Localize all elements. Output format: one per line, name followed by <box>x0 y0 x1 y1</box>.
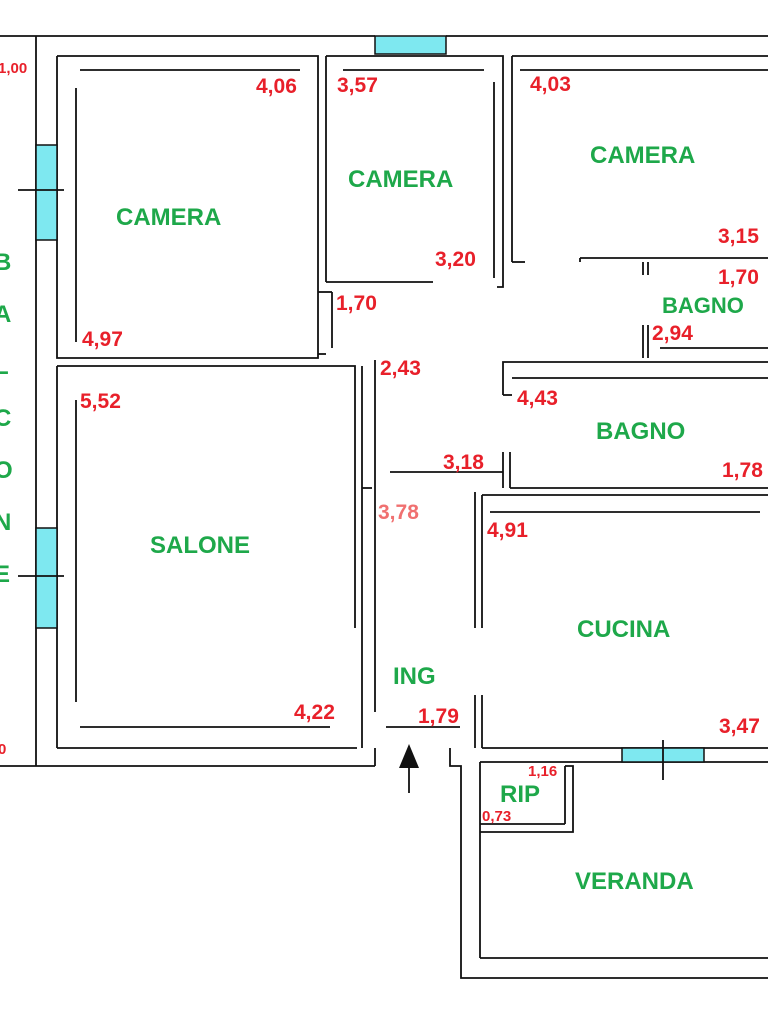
dim-rip-width: 1,16 <box>528 763 557 780</box>
room-ripostiglio: RIP <box>500 781 540 808</box>
room-cucina: CUCINA <box>577 616 670 643</box>
dim-balcony-top: 1,00 <box>0 60 27 77</box>
balcony-letter-c: C <box>0 405 11 432</box>
room-camera-right: CAMERA <box>590 142 695 169</box>
dim-cucina-depth: 3,47 <box>719 715 760 738</box>
dim-salone-depth: 5,52 <box>80 390 121 413</box>
balcony-letter-l: L <box>0 353 9 380</box>
dim-camera-left-width: 4,06 <box>256 75 297 98</box>
dim-camera-mid-width: 3,57 <box>337 74 378 97</box>
balcony-letter-n: N <box>0 509 11 536</box>
dim-rip-depth: 0,73 <box>482 808 511 825</box>
dim-bagno-upper-depth: 2,94 <box>652 322 693 345</box>
dim-bagno-lower-depth: 1,78 <box>722 459 763 482</box>
room-camera-left: CAMERA <box>116 204 221 231</box>
balcony-letter-e: E <box>0 561 10 588</box>
balcony-letter-o: O <box>0 457 13 484</box>
dim-bagno-upper-width: 1,70 <box>718 266 759 289</box>
dim-camera-right-depth: 3,15 <box>718 225 759 248</box>
room-ingresso: ING <box>393 663 436 690</box>
window-salone <box>35 527 58 629</box>
windows <box>18 35 705 780</box>
dim-camera-right-width: 4,03 <box>530 73 571 96</box>
dim-corridor-width: 2,43 <box>380 357 421 380</box>
room-labels: CAMERA CAMERA CAMERA BAGNO BAGNO SALONE … <box>116 142 744 895</box>
room-camera-mid: CAMERA <box>348 166 453 193</box>
entry-arrow-icon <box>399 744 419 793</box>
dim-camera-mid-depth: 3,20 <box>435 248 476 271</box>
window-top <box>374 35 447 55</box>
balcony-label: B A L C O N E <box>0 249 13 588</box>
room-bagno-upper: BAGNO <box>662 293 744 318</box>
dim-bagno-lower-width: 4,43 <box>517 387 558 410</box>
dim-salone-width: 4,22 <box>294 701 335 724</box>
room-salone: SALONE <box>150 532 250 559</box>
room-veranda: VERANDA <box>575 868 694 895</box>
window-camera-left <box>35 144 58 241</box>
dim-cucina-width: 4,91 <box>487 519 528 542</box>
balcony-letter-a: A <box>0 301 11 328</box>
dim-balcony-bottom: 0 <box>0 741 6 758</box>
dim-camera-left-depth: 4,97 <box>82 328 123 351</box>
dim-corridor-upper: 1,70 <box>336 292 377 315</box>
dim-ingresso-depth: 3,78 <box>378 501 419 524</box>
dim-ingresso-width: 1,79 <box>418 705 459 728</box>
dim-corridor-side: 3,18 <box>443 451 484 474</box>
balcony-letter-b: B <box>0 249 11 276</box>
room-bagno-lower: BAGNO <box>596 418 685 445</box>
dimension-labels: 1,00 0 4,06 4,97 3,57 3,20 1,70 4,03 3,1… <box>0 60 763 825</box>
